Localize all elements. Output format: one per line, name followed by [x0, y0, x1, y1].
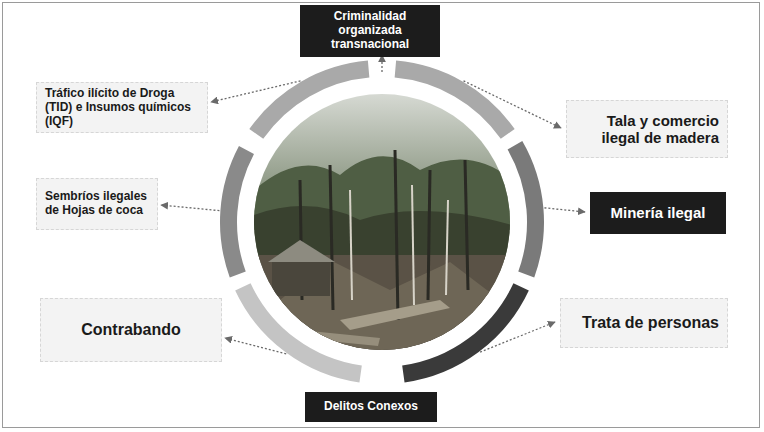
leader-arrow [225, 338, 286, 354]
node-label: Tráfico ilícito de Droga (TID) e Insumos… [45, 87, 199, 128]
node-label: Trata de personas [582, 314, 719, 332]
light-label-box: Tráfico ilícito de Droga (TID) e Insumos… [36, 82, 208, 133]
light-label-box: Contrabando [40, 298, 222, 362]
ring-segment [395, 69, 507, 134]
node-label: Minería ilegal [610, 204, 705, 221]
leader-arrow [480, 322, 555, 352]
dark-label-box: Minería ilegal [590, 192, 726, 234]
leader-arrows [161, 55, 585, 354]
light-label-box: Tala y comercio ilegal de madera [566, 100, 728, 158]
light-label-box: Sembríos ilegales de Hojas de coca [36, 178, 158, 230]
ring-segment [243, 287, 361, 374]
node-label: Criminalidad organizada transnacional [308, 10, 432, 51]
deforestation-photo [250, 90, 514, 355]
dark-label-box: Criminalidad organizada transnacional [300, 5, 440, 57]
leader-arrow [161, 205, 219, 211]
node-label: Tala y comercio ilegal de madera [575, 112, 719, 147]
ring-segment [403, 287, 521, 374]
leader-arrow [464, 81, 562, 128]
ring-segment [515, 145, 536, 274]
node-label: Sembríos ilegales de Hojas de coca [45, 190, 149, 218]
ring-segment [256, 69, 368, 134]
light-label-box: Trata de personas [560, 298, 728, 348]
node-label: Contrabando [81, 321, 181, 339]
leader-arrow [381, 55, 382, 72]
leader-arrow [544, 208, 585, 212]
segment-ring [228, 69, 535, 374]
node-label: Delitos Conexos [324, 400, 418, 414]
dark-label-box: Delitos Conexos [305, 392, 437, 422]
leader-arrow [211, 81, 301, 102]
ring-segment [228, 150, 246, 275]
